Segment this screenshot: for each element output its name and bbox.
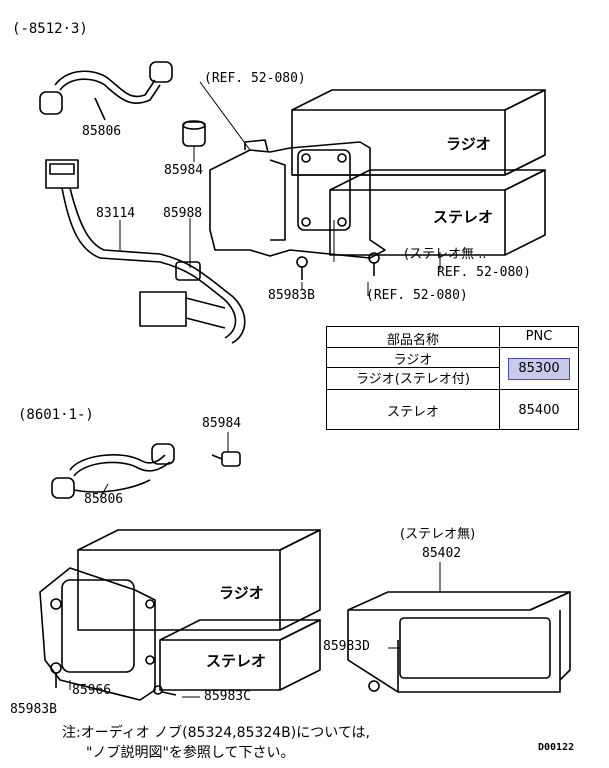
part-label-85983c: 85983C [204,689,251,704]
parts-table: 部品名称 PNC ラジオ ラジオ(ステレオ付) 85300 ステレオ 85400 [326,326,579,430]
antenna-cable-top [39,61,173,121]
bracket-top [209,139,386,259]
pocket-85402 [347,591,571,693]
table-row1-pnc[interactable]: 85300 [518,361,560,376]
table-row1-name-b: ラジオ(ステレオ付) [356,372,470,387]
table-header-pnc: PNC [525,329,553,344]
diagram-id: D00122 [538,742,575,753]
screw-ref-side [368,252,380,276]
part-label-85806-top: 85806 [82,124,122,139]
part-label-85984-mid: 85984 [202,416,242,431]
part-label-85984-top: 85984 [164,163,204,178]
ref-side: (REF. 52-080) [366,288,468,303]
stereo-none-ref-1: (ステレオ無 .. [404,247,487,262]
table-header-name: 部品名称 [386,333,439,348]
pnc-highlight[interactable] [508,358,570,380]
part-label-85402: 85402 [422,546,462,561]
connector-85984-top [182,120,206,147]
wire-harness [45,159,246,344]
serial-range-top: (-8512·3) [12,21,88,37]
part-label-85983b-bottom: 85983B [10,702,57,717]
leader-lines-bottom [69,432,441,698]
table-row1-name-a: ラジオ [393,353,433,368]
radio-label-top: ラジオ [446,135,491,153]
antenna-cable-mid [51,443,175,499]
screw-85983b-bottom [50,662,62,688]
table-row2-name: ステレオ [386,405,439,420]
screw-85983c [153,685,177,696]
part-label-85983b-top: 85983B [268,288,315,303]
part-label-85806-mid: 85806 [84,492,124,507]
bracket-bottom [39,567,156,701]
stereo-label-top: ステレオ [433,208,494,226]
note-line-2: "ノブ説明図"を参照して下さい。 [86,745,295,761]
ref-top: (REF. 52-080) [204,71,306,86]
stereo-unit-bottom [159,619,321,691]
leader-lines-top [119,81,441,296]
part-label-85988: 85988 [163,206,203,221]
part-label-85983d: 85983D [323,639,370,654]
part-label-83114: 83114 [96,206,136,221]
part-label-85966: 85966 [72,683,112,698]
radio-unit-top [291,89,546,176]
stereo-label-bottom: ステレオ [206,652,267,670]
stereo-none-label: (ステレオ無) [400,527,476,542]
stereo-unit-top [329,169,546,256]
stereo-none-ref-2: REF. 52-080) [437,265,531,280]
connector-85984-mid [211,451,241,467]
table-row2-pnc[interactable]: 85400 [518,403,560,418]
serial-range-mid: (8601·1-) [18,407,94,423]
note-line-1: 注:オーディオ ノブ(85324,85324B)については, [62,725,370,741]
screw-85983b-top [296,256,308,280]
radio-label-bottom: ラジオ [219,584,264,602]
screw-85983d [368,680,380,692]
